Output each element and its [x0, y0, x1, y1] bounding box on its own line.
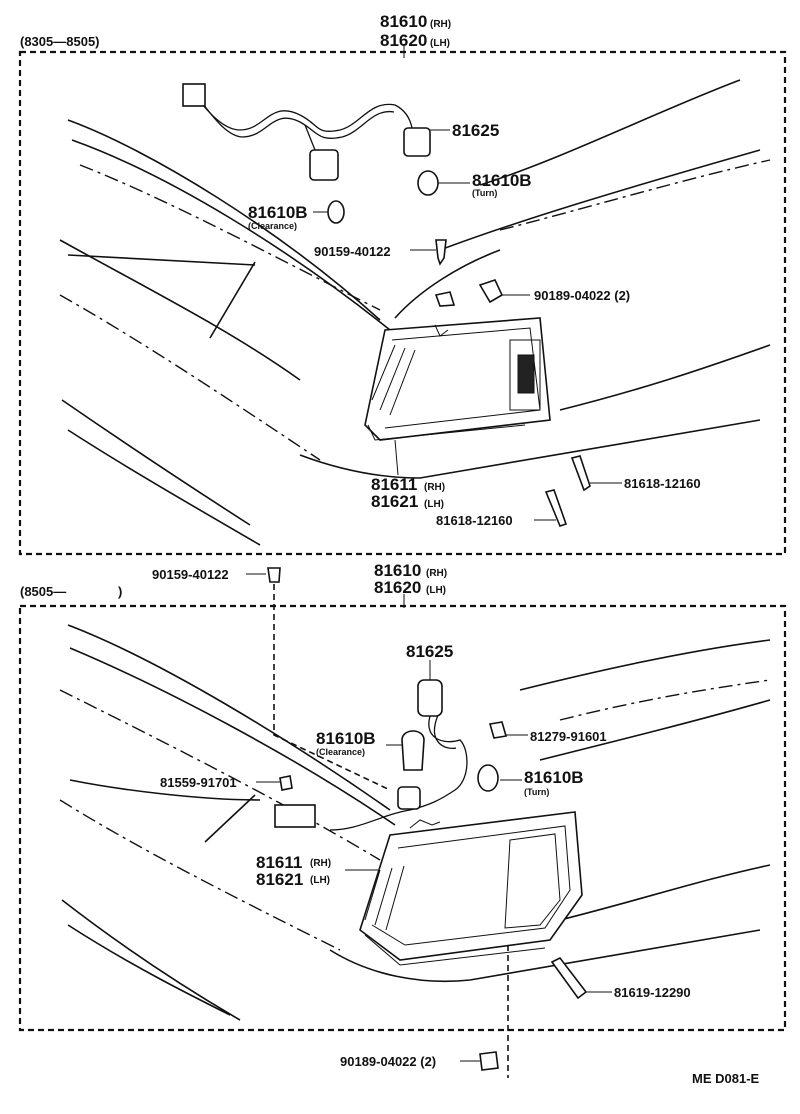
- top-panel: (8305—8505) 81610 (RH) 81620 (LH) 81625 …: [18, 12, 787, 556]
- top-assy-rh-side: (RH): [430, 19, 451, 30]
- top-lens-lh-side: (LH): [424, 499, 444, 510]
- bottom-clip-label: 81279-91601: [530, 729, 607, 744]
- bottom-screw-label: 81619-12290: [614, 985, 691, 1000]
- top-bolt-label: 90159-40122: [314, 244, 391, 259]
- nut-icon: [478, 279, 504, 304]
- bottom-assy-lh-side: (LH): [426, 585, 446, 596]
- top-lens-assembly: [364, 317, 551, 441]
- top-leader-lines: [313, 44, 622, 521]
- bolt-icon: [435, 239, 447, 266]
- top-vehicle-body-lines: [59, 79, 771, 546]
- bottom-vehicle-body-lines: [59, 624, 771, 1021]
- top-socket-label: 81625: [452, 121, 499, 140]
- bottom-grommet-label: 81559-91701: [160, 775, 237, 790]
- bottom-turn-bulb-label: 81610B: [524, 768, 584, 787]
- bottom-panel-frame: [18, 604, 787, 1032]
- connector-icon: [182, 83, 206, 107]
- top-wiring-harness: [182, 83, 431, 181]
- clearance-bulb-icon: [401, 730, 425, 771]
- socket-icon: [403, 127, 431, 157]
- bolt-icon: [267, 567, 281, 583]
- bottom-lens-assembly: [359, 811, 583, 966]
- clip-icon: [434, 291, 456, 307]
- bottom-bolt-label: 90159-40122: [152, 567, 229, 582]
- bottom-nut-label: 90189-04022 (2): [340, 1054, 436, 1069]
- clearance-bulb-icon: [327, 200, 345, 224]
- bottom-date-range-end: ): [118, 584, 122, 599]
- socket-icon: [397, 786, 421, 810]
- top-assy-lh-number: 81620: [380, 31, 427, 50]
- top-date-range: (8305—8505): [20, 34, 100, 49]
- top-screw-label-a: 81618-12160: [624, 476, 701, 491]
- bottom-panel: 90159-40122 (8505— ) 81610 (RH) 81620 (L…: [18, 561, 787, 1078]
- turn-bulb-icon: [417, 170, 439, 196]
- bottom-assy-rh-number: 81610: [374, 561, 421, 580]
- bottom-assy-lh-number: 81620: [374, 578, 421, 597]
- socket-icon: [417, 679, 443, 717]
- top-assy-lh-side: (LH): [430, 38, 450, 49]
- top-assy-rh-number: 81610: [380, 12, 427, 31]
- catalog-code: ME D081-E: [692, 1071, 760, 1086]
- turn-bulb-icon: [477, 764, 499, 792]
- bottom-date-range-start: (8505—: [20, 584, 66, 599]
- bottom-lens-rh-side: (RH): [310, 858, 331, 869]
- top-lens-rh-side: (RH): [424, 482, 445, 493]
- bottom-socket-label: 81625: [406, 642, 453, 661]
- bottom-turn-bulb-note: (Turn): [524, 787, 549, 797]
- bottom-clearance-bulb-label: 81610B: [316, 729, 376, 748]
- screw-icon: [550, 956, 588, 1000]
- bottom-leader-lines: [246, 573, 612, 1062]
- bottom-lens-lh-side: (LH): [310, 875, 330, 886]
- top-clearance-bulb-label: 81610B: [248, 203, 308, 222]
- screw-icon: [544, 489, 568, 527]
- top-panel-frame: [18, 50, 787, 556]
- top-clearance-bulb-note: (Clearance): [248, 221, 297, 231]
- bottom-clearance-bulb-note: (Clearance): [316, 747, 365, 757]
- bottom-lens-lh-number: 81621: [256, 870, 303, 889]
- nut-icon: [479, 1051, 499, 1071]
- bottom-lens-rh-number: 81611: [256, 853, 302, 872]
- top-nut-label: 90189-04022 (2): [534, 288, 630, 303]
- top-screw-label-b: 81618-12160: [436, 513, 513, 528]
- bottom-assy-rh-side: (RH): [426, 568, 447, 579]
- connector-icon: [274, 804, 316, 828]
- top-lens-rh-number: 81611: [371, 475, 417, 494]
- top-lens-lh-number: 81621: [371, 492, 418, 511]
- top-turn-bulb-note: (Turn): [472, 188, 497, 198]
- clip-icon: [488, 721, 508, 739]
- screw-icon: [570, 455, 591, 492]
- top-turn-bulb-label: 81610B: [472, 171, 532, 190]
- bolt-install-path: [273, 584, 391, 791]
- grommet-icon: [279, 775, 293, 791]
- socket-icon: [309, 149, 339, 181]
